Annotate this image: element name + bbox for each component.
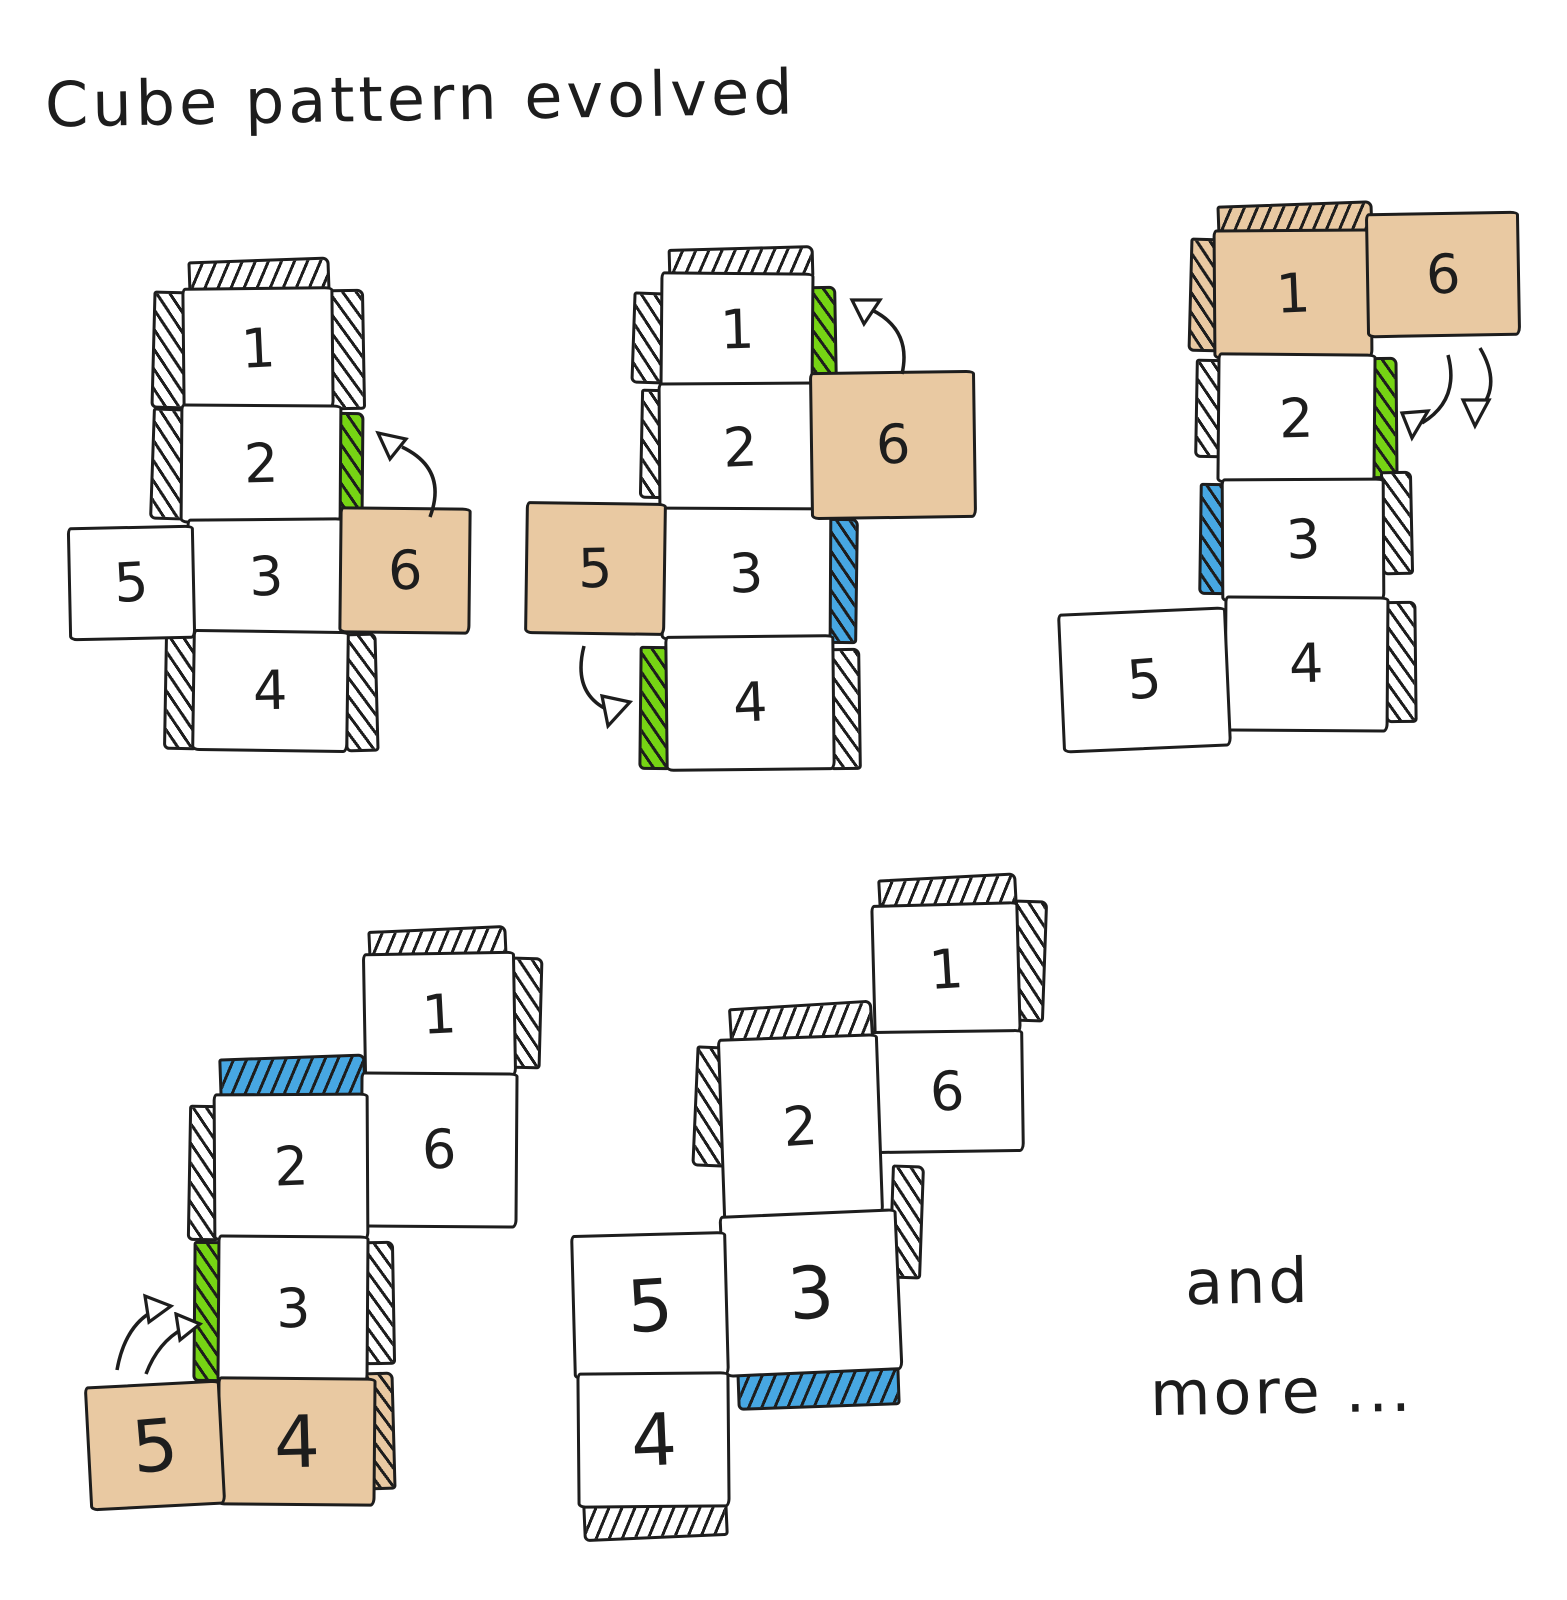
net5-face-6: 6 bbox=[870, 1028, 1025, 1155]
hatch-tab-right-of-4 bbox=[1384, 600, 1418, 724]
fold-arrow bbox=[1399, 354, 1453, 442]
net4-face-6: 6 bbox=[359, 1071, 519, 1229]
face-number: 4 bbox=[731, 670, 769, 735]
fold-arrow bbox=[375, 430, 437, 518]
net4-face-2: 2 bbox=[212, 1092, 370, 1242]
net3-face-1: 1 bbox=[1212, 228, 1374, 360]
net1-face-4: 4 bbox=[191, 628, 350, 754]
page-title: Cube pattern evolved bbox=[44, 55, 798, 142]
net2-face-3: 3 bbox=[660, 506, 833, 642]
net3-face-3: 3 bbox=[1220, 477, 1386, 603]
net2-face-4: 4 bbox=[664, 634, 836, 772]
face-number: 4 bbox=[1288, 631, 1325, 696]
net1-face-3: 3 bbox=[186, 517, 346, 637]
face-number: 4 bbox=[252, 658, 289, 723]
footer-more: more ... bbox=[1149, 1352, 1415, 1431]
face-number: 6 bbox=[387, 538, 423, 602]
net2-face-2: 2 bbox=[657, 381, 824, 514]
net3-face-4: 4 bbox=[1223, 595, 1390, 733]
net1-face-5: 5 bbox=[66, 524, 197, 642]
face-number: 3 bbox=[247, 544, 285, 609]
net5-face-5: 5 bbox=[570, 1230, 730, 1381]
net5-face-1: 1 bbox=[870, 901, 1022, 1038]
face-number: 2 bbox=[781, 1093, 820, 1160]
face-number: 2 bbox=[1278, 386, 1315, 450]
face-number: 6 bbox=[874, 412, 912, 477]
net2-face-5: 5 bbox=[524, 501, 667, 636]
face-number: 5 bbox=[577, 536, 614, 600]
face-number: 1 bbox=[239, 315, 277, 381]
net1-face-2: 2 bbox=[179, 403, 343, 525]
face-number: 3 bbox=[274, 1276, 312, 1341]
face-number: 5 bbox=[624, 1262, 676, 1349]
fold-arrow bbox=[849, 298, 906, 375]
fold-arrow bbox=[1460, 347, 1493, 430]
face-number: 2 bbox=[242, 431, 280, 496]
net3-face-6: 6 bbox=[1364, 210, 1522, 339]
net3-face-5: 5 bbox=[1057, 606, 1232, 754]
face-number: 6 bbox=[928, 1058, 967, 1124]
face-number: 3 bbox=[1284, 507, 1322, 572]
footer-and: and bbox=[1184, 1243, 1312, 1320]
fold-arrow bbox=[115, 1293, 175, 1371]
face-number: 1 bbox=[718, 297, 755, 362]
face-number: 6 bbox=[1424, 241, 1462, 307]
face-number: 6 bbox=[420, 1117, 458, 1182]
net5-face-2: 2 bbox=[716, 1033, 885, 1221]
face-number: 5 bbox=[1124, 646, 1165, 713]
face-number: 2 bbox=[721, 414, 759, 480]
net2-face-1: 1 bbox=[659, 271, 815, 389]
net2-face-6: 6 bbox=[808, 369, 978, 521]
face-number: 1 bbox=[420, 982, 459, 1047]
face-number: 2 bbox=[272, 1134, 310, 1199]
face-number: 1 bbox=[1274, 261, 1312, 326]
fold-arrow bbox=[579, 645, 634, 730]
net1-face-1: 1 bbox=[181, 286, 335, 411]
face-number: 4 bbox=[628, 1397, 679, 1483]
face-number: 3 bbox=[784, 1249, 838, 1337]
face-number: 4 bbox=[272, 1398, 321, 1485]
net3-face-2: 2 bbox=[1216, 352, 1377, 485]
net4-face-5: 5 bbox=[83, 1379, 227, 1512]
face-number: 1 bbox=[926, 936, 966, 1002]
face-number: 5 bbox=[112, 550, 151, 615]
face-number: 3 bbox=[728, 541, 765, 606]
fold-arrow bbox=[144, 1312, 204, 1375]
net5-face-4: 4 bbox=[576, 1371, 731, 1509]
net4-face-3: 3 bbox=[216, 1234, 370, 1384]
net4-face-1: 1 bbox=[361, 950, 518, 1080]
net1-face-6: 6 bbox=[338, 506, 472, 635]
net5-face-3: 3 bbox=[718, 1208, 904, 1378]
face-number: 5 bbox=[128, 1401, 182, 1490]
net4-face-4: 4 bbox=[216, 1376, 377, 1507]
